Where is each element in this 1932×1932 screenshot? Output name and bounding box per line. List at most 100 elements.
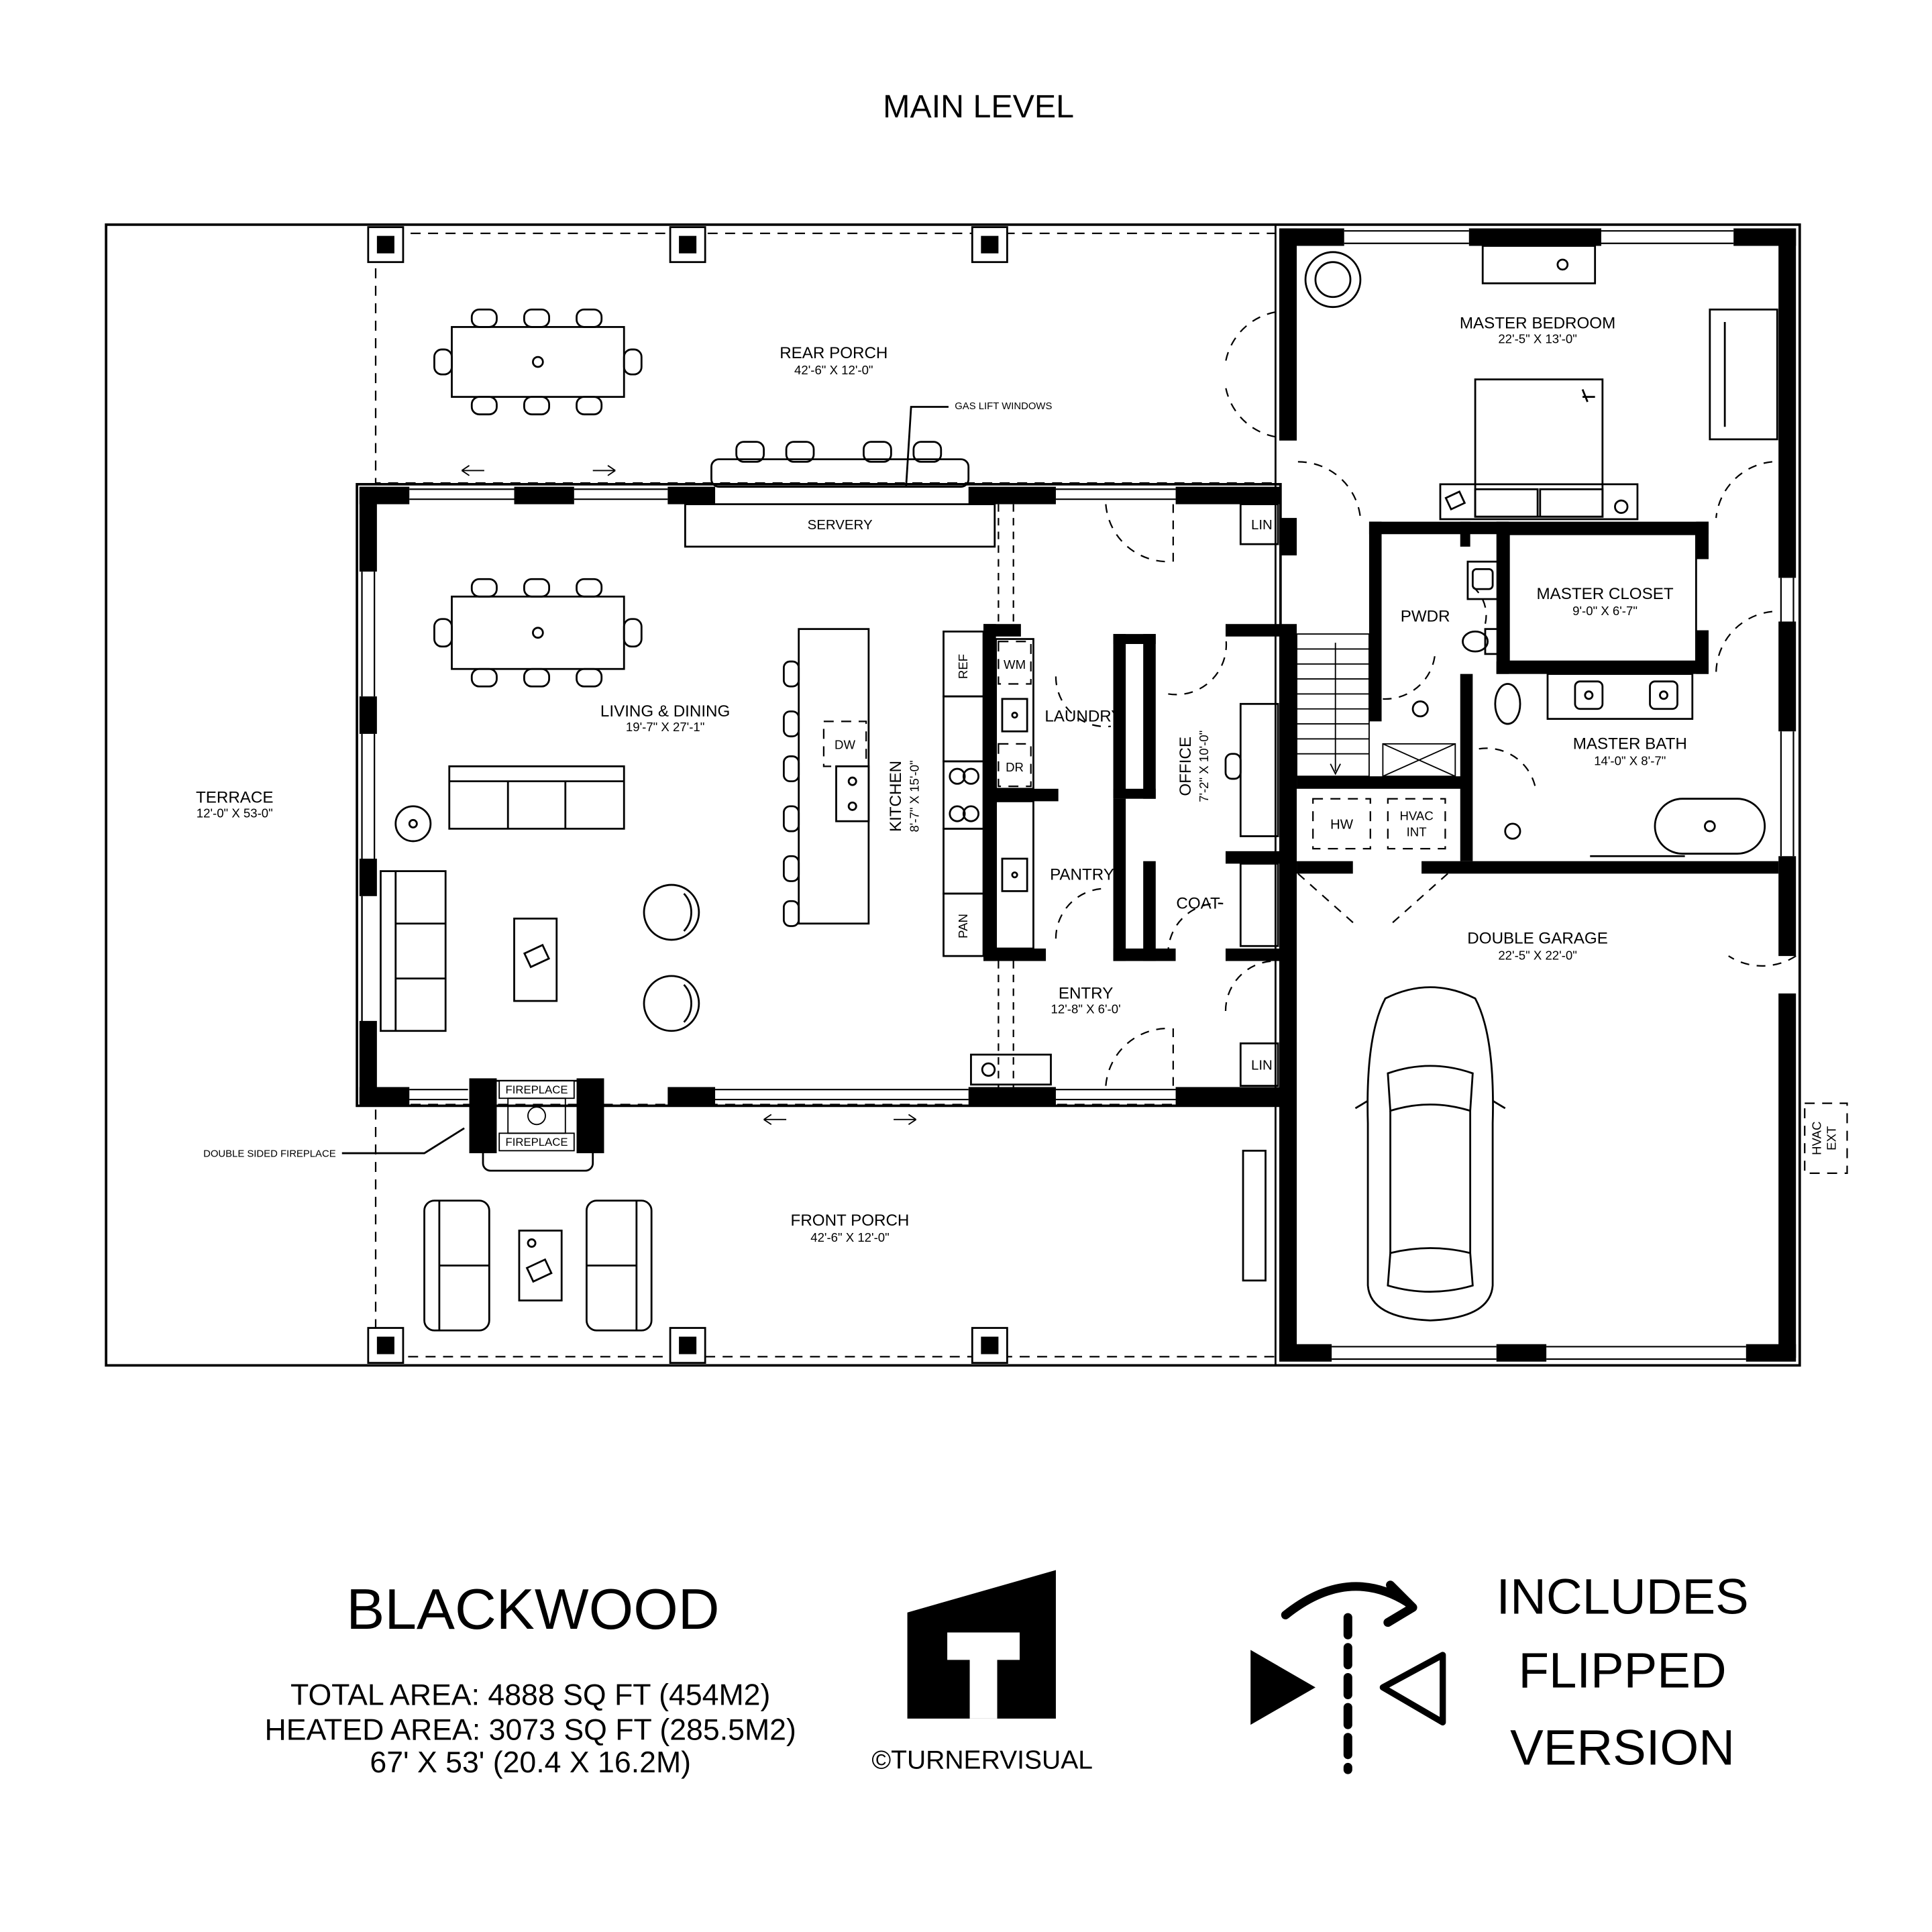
plan-name: BLACKWOOD <box>346 1578 719 1642</box>
hvac-ext-label-2: EXT <box>1825 1126 1839 1150</box>
plan-title: MAIN LEVEL <box>883 89 1074 125</box>
master-bed <box>1439 378 1639 521</box>
front-porch-label: FRONT PORCH <box>791 1212 910 1230</box>
coffee-table <box>513 917 558 1002</box>
front-porch-seating <box>423 1199 653 1332</box>
lin-bottom-label: LIN <box>1251 1057 1273 1073</box>
porch-dining-table <box>433 309 643 416</box>
master-closet-label: MASTER CLOSET <box>1536 585 1673 603</box>
total-area: TOTAL AREA: 4888 SQ FT (454M2) <box>290 1678 770 1711</box>
gas-lift-callout: GAS LIFT WINDOWS <box>955 401 1052 412</box>
bedroom-chair <box>1709 309 1778 441</box>
slide-arrows-bottom <box>763 1114 917 1126</box>
master-wing-outline <box>1275 223 1801 1366</box>
pantry-fixtures <box>995 800 1034 950</box>
flip-icon <box>1250 1580 1446 1774</box>
pan-label: PAN <box>956 914 970 938</box>
kitchen-island <box>782 628 870 927</box>
exterior-walls <box>359 228 1796 1362</box>
lin-closet-top <box>1239 503 1279 545</box>
hvac-int-label-1: HVAC <box>1399 808 1433 822</box>
living-dining-label: LIVING & DINING <box>600 702 730 720</box>
servery-label: SERVERY <box>808 517 873 533</box>
car <box>1354 986 1506 1322</box>
fireplace-leader <box>341 1127 465 1155</box>
master-closet-size: 9'-0" X 6'-7" <box>1572 604 1638 618</box>
pantry-label: PANTRY <box>1050 866 1114 884</box>
wm-label: WM <box>1004 657 1026 672</box>
porch-bench <box>1242 1149 1267 1282</box>
side-table-dot <box>408 818 418 828</box>
kitchen-label: KITCHEN <box>887 761 905 832</box>
living-dining-size: 19'-7" X 27'-1" <box>626 720 704 734</box>
coffee-table-book <box>523 943 551 969</box>
living-sofa <box>448 765 625 830</box>
laundry-label: LAUNDRY <box>1044 707 1122 725</box>
coat-closet <box>1239 863 1279 947</box>
office-label: OFFICE <box>1177 737 1195 796</box>
stairs <box>1296 633 1456 777</box>
master-bath-size: 14'-0" X 8'-7" <box>1594 753 1666 767</box>
bedroom-dresser <box>1481 245 1597 284</box>
flipped-line-1: INCLUDES <box>1496 1569 1748 1625</box>
hvac-int-label-2: INT <box>1407 825 1427 839</box>
entry-planter <box>981 1062 996 1077</box>
living-sofa-side <box>380 870 447 1032</box>
gas-lift-leader <box>905 406 949 487</box>
porch-bar <box>710 441 970 488</box>
flipped-line-3: VERSION <box>1510 1720 1735 1776</box>
side-table <box>394 805 432 843</box>
hvac-int-unit <box>1387 798 1446 850</box>
fireplace-bottom-label: FIREPLACE <box>505 1136 568 1148</box>
master-closet-outline <box>1507 533 1697 663</box>
flipped-line-2: FLIPPED <box>1519 1642 1727 1698</box>
rear-porch-label: REAR PORCH <box>780 344 888 362</box>
kitchen-cabinets <box>943 630 985 957</box>
entry-bench <box>970 1053 1052 1086</box>
servery-counter <box>684 503 996 548</box>
office-size: 7'-2" X 10'-0" <box>1197 731 1211 802</box>
office-desk <box>1239 702 1279 837</box>
terrace-label: TERRACE <box>196 788 274 806</box>
ref-label: REF <box>956 654 970 679</box>
brand-text: ©TURNERVISUAL <box>871 1746 1093 1774</box>
dimensions: 67' X 53' (20.4 X 16.2M) <box>370 1746 691 1779</box>
kitchen-size: 8'-7" X 15'-0" <box>907 760 921 832</box>
windows <box>361 230 1794 1360</box>
master-bedroom-size: 22'-5" X 13'-0" <box>1498 332 1576 346</box>
double-sided-fireplace-callout: DOUBLE SIDED FIREPLACE <box>203 1149 336 1160</box>
terrace-size: 12'-0" X 53-0" <box>197 806 273 820</box>
pwdr-label: PWDR <box>1401 608 1450 626</box>
pwdr-fixtures <box>1411 560 1499 718</box>
dining-table <box>433 578 643 688</box>
lin-top-label: LIN <box>1251 517 1273 533</box>
laundry-fixtures <box>995 638 1034 790</box>
porch-posts <box>367 226 1008 1364</box>
heated-area: HEATED AREA: 3073 SQ FT (285.5M2) <box>265 1713 796 1746</box>
lin-closet-bottom <box>1239 1042 1279 1087</box>
master-bedroom-label: MASTER BEDROOM <box>1460 314 1615 332</box>
entry-label: ENTRY <box>1059 984 1114 1002</box>
dresser-dot <box>1556 258 1569 271</box>
garage-size: 22'-5" X 22'-0" <box>1498 949 1576 963</box>
slide-arrows-top <box>461 465 616 476</box>
hvac-ext-unit <box>1804 1102 1848 1174</box>
dr-label: DR <box>1006 760 1024 774</box>
door-swings <box>1055 311 1796 1086</box>
dw-label: DW <box>835 737 855 751</box>
rear-porch-size: 42'-6" X 12'-0" <box>794 363 873 377</box>
double-sided-fireplace <box>469 1078 604 1172</box>
site-boundary <box>105 223 1801 1367</box>
bedroom-armchair <box>1304 251 1362 309</box>
master-bath-label: MASTER BATH <box>1573 735 1687 753</box>
coat-label: COAT <box>1176 894 1220 912</box>
master-bath-fixtures <box>1494 673 1766 857</box>
office-chair <box>1224 753 1242 780</box>
turnervisual-logo <box>907 1570 1056 1719</box>
garage-label: DOUBLE GARAGE <box>1467 930 1608 948</box>
hvac-ext-label-1: HVAC <box>1809 1122 1823 1155</box>
fireplace-top-label: FIREPLACE <box>505 1083 568 1096</box>
hw-label: HW <box>1330 816 1354 832</box>
front-porch-size: 42'-6" X 12'-0" <box>810 1230 889 1244</box>
